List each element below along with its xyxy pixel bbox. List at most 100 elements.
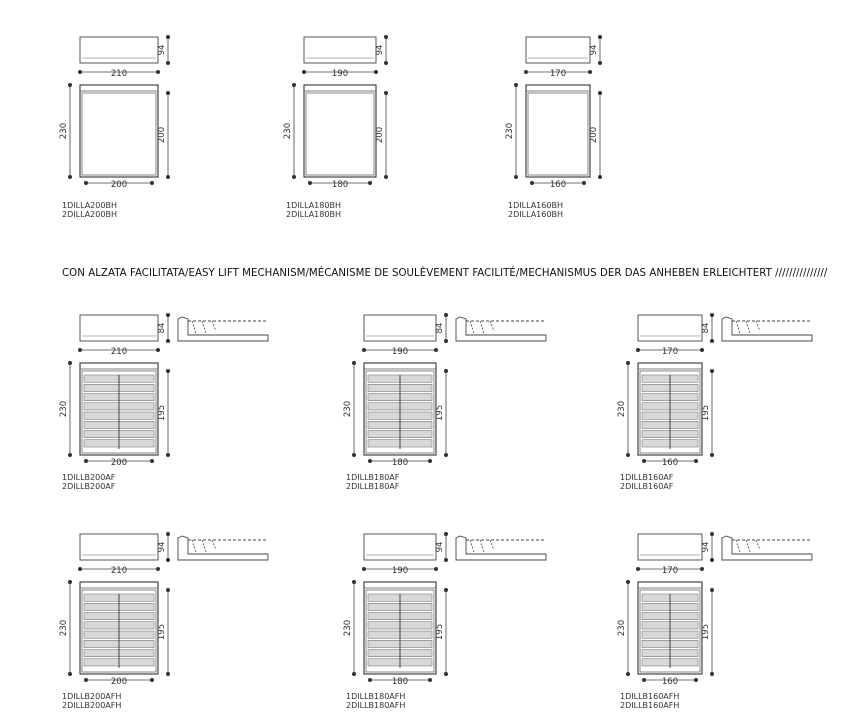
bed-length-value: 230 (505, 123, 515, 139)
product-code: 1DILLA180BH (286, 201, 341, 210)
product-code: 2DILLA200BH (62, 210, 117, 219)
dimension-end-dot (68, 83, 72, 87)
head-width-value: 170 (550, 69, 566, 79)
dimension-end-dot (150, 459, 154, 463)
dimension-end-dot (626, 580, 630, 584)
dimension-end-dot (626, 672, 630, 676)
dimension-end-dot (428, 678, 432, 682)
dimension-end-dot (352, 361, 356, 365)
mattress-length-value: 195 (701, 624, 711, 640)
dimension-end-dot (444, 339, 448, 343)
mattress-outline (305, 92, 375, 176)
dimension-end-dot (384, 35, 388, 39)
dimension-end-dot (384, 175, 388, 179)
side-view-bed (455, 535, 547, 561)
mattress-width-value: 200 (111, 180, 127, 190)
product-code: 2DILLB180AF (346, 482, 400, 491)
lift-mechanism-heading: CON ALZATA FACILITATA/EASY LIFT MECHANIS… (62, 268, 828, 279)
dimension-end-dot (166, 453, 170, 457)
lift-arm (211, 539, 217, 551)
dimension-end-dot (514, 83, 518, 87)
dimension-end-dot (434, 348, 438, 352)
mattress-width-value: 200 (111, 458, 127, 468)
dimension-end-dot (384, 61, 388, 65)
head-width-value: 210 (111, 566, 127, 576)
head-width-value: 170 (662, 566, 678, 576)
lift-arm (489, 320, 495, 332)
dimension-end-dot (598, 35, 602, 39)
head-depth-value: 84 (157, 323, 167, 334)
dimension-end-dot (598, 91, 602, 95)
headboard-top-view (637, 314, 703, 342)
dimension-end-dot (362, 348, 366, 352)
head-width-value: 190 (392, 347, 408, 357)
side-view-bed (455, 316, 547, 342)
mattress-length-value: 195 (157, 624, 167, 640)
product-code: 1DILLB200AF (62, 473, 116, 482)
dimension-end-dot (700, 567, 704, 571)
headboard-top-view (363, 533, 437, 561)
dimension-end-dot (68, 580, 72, 584)
mattress-length-value: 200 (375, 127, 385, 143)
dimension-end-dot (530, 181, 534, 185)
dimension-end-dot (710, 369, 714, 373)
dimension-end-dot (352, 580, 356, 584)
bed-length-value: 230 (59, 620, 69, 636)
head-depth-value: 94 (375, 45, 385, 56)
dimension-end-dot (166, 558, 170, 562)
mattress-outline (639, 370, 701, 454)
lift-arm (489, 539, 495, 551)
headboard-top-view (525, 36, 591, 64)
lift-arm (755, 539, 761, 551)
mattress-length-value: 195 (435, 624, 445, 640)
mattress-outline (639, 589, 701, 673)
product-code: 2DILLB160AFH (620, 701, 680, 710)
bed-frame-plan (79, 84, 159, 178)
headboard-top-view (637, 533, 703, 561)
dimension-end-dot (84, 678, 88, 682)
mattress-width-value: 160 (550, 180, 566, 190)
dimension-end-dot (598, 175, 602, 179)
dimension-end-dot (444, 588, 448, 592)
product-code: 1DILLB160AFH (620, 692, 680, 701)
dimension-end-dot (166, 61, 170, 65)
dimension-end-dot (626, 361, 630, 365)
mattress-outline (81, 589, 157, 673)
mattress-width-value: 180 (392, 677, 408, 687)
bed-length-value: 230 (617, 620, 627, 636)
dimension-end-dot (368, 678, 372, 682)
mattress-outline (365, 589, 435, 673)
dimension-end-dot (156, 567, 160, 571)
headboard-top-view (303, 36, 377, 64)
dimension-end-dot (384, 91, 388, 95)
dimension-end-dot (710, 672, 714, 676)
dimension-end-dot (444, 369, 448, 373)
product-code: 2DILLB200AFH (62, 701, 122, 710)
bed-length-value: 230 (59, 123, 69, 139)
dimension-end-dot (598, 61, 602, 65)
dimension-end-dot (166, 672, 170, 676)
dimension-end-dot (694, 678, 698, 682)
dimension-end-dot (302, 70, 306, 74)
dimension-end-dot (444, 313, 448, 317)
headboard-top-view (79, 36, 159, 64)
head-depth-value: 84 (701, 323, 711, 334)
dimension-end-dot (166, 313, 170, 317)
dimension-end-dot (710, 339, 714, 343)
product-code: 2DILLA180BH (286, 210, 341, 219)
product-code: 1DILLB200AFH (62, 692, 122, 701)
bed-length-value: 230 (343, 401, 353, 417)
